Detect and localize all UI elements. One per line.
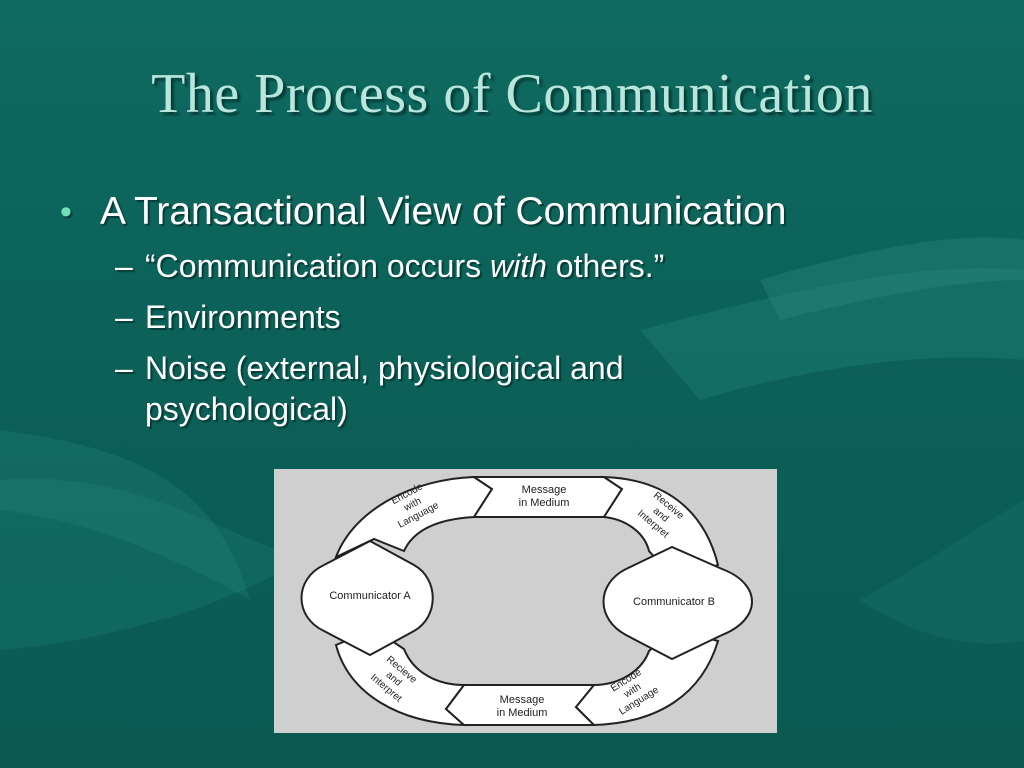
sub-bullet-item: – Environments bbox=[60, 297, 960, 338]
bullet-item: • A Transactional View of Communication bbox=[60, 188, 960, 236]
bullet-list: • A Transactional View of Communication … bbox=[60, 188, 960, 430]
sub-bullet-dash: – bbox=[115, 248, 133, 284]
communication-cycle-svg: Communicator A Communicator B Encode wit… bbox=[274, 469, 777, 733]
sub-bullet-dash: – bbox=[115, 350, 133, 386]
bullet-dot: • bbox=[60, 193, 72, 231]
communicator-a-shape bbox=[300, 539, 434, 657]
sub-bullet-text-post: others.” bbox=[546, 248, 665, 284]
slide-title: The Process of Communication bbox=[151, 63, 873, 125]
communicator-a-label: Communicator A bbox=[329, 590, 411, 602]
top-middle-line2: in Medium bbox=[519, 497, 570, 509]
communication-diagram: Communicator A Communicator B Encode wit… bbox=[274, 469, 777, 733]
band-top-right bbox=[600, 475, 720, 581]
sub-bullet-emphasis: with bbox=[490, 248, 547, 284]
sub-bullet-dash: – bbox=[115, 299, 133, 335]
sub-bullet-item: – Noise (external, physiological and psy… bbox=[60, 348, 960, 430]
sub-bullet-text: Environments bbox=[145, 299, 341, 335]
sub-bullet-text-pre: “Communication occurs bbox=[145, 248, 490, 284]
communicator-b-shape bbox=[602, 545, 753, 661]
sub-bullet-item: – “Communication occurs with others.” bbox=[60, 246, 960, 287]
communicator-b-label: Communicator B bbox=[633, 596, 715, 608]
bottom-middle-line1: Message bbox=[500, 694, 545, 706]
sub-bullet-text-line2: psychological) bbox=[145, 391, 348, 427]
bullet-text: A Transactional View of Communication bbox=[100, 190, 787, 233]
top-middle-line1: Message bbox=[522, 484, 567, 496]
sub-bullet-text-line1: Noise (external, physiological and bbox=[145, 350, 624, 386]
bottom-middle-line2: in Medium bbox=[497, 707, 548, 719]
